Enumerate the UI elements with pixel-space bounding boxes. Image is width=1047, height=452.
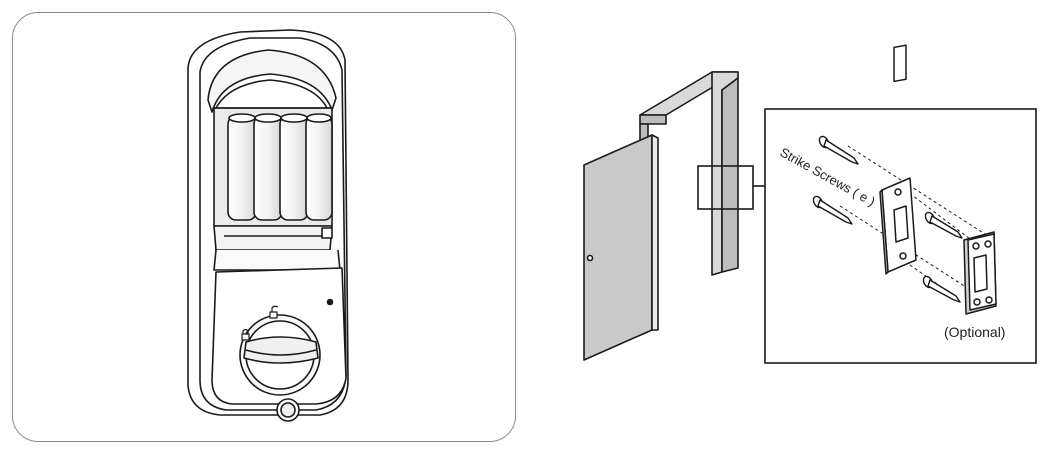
optional-label: (Optional) [944,324,1005,340]
strike-location-callout [697,165,754,210]
screw [818,135,859,165]
battery [305,115,333,221]
battery [227,115,257,221]
screw [922,275,961,303]
battery [279,115,309,221]
battery [253,115,283,221]
deadbolt-lock [187,29,349,422]
door-front [583,134,653,361]
screw [924,211,963,239]
screw [812,195,853,225]
door [583,134,659,361]
optional-deadbolt-strike [963,231,997,315]
battery-cover [207,49,337,113]
unlocked-icon [269,305,279,319]
strike-plate [879,44,917,275]
batteries [227,113,333,221]
thumb-turn [243,336,319,364]
door-edge [651,134,659,331]
door-frame [639,71,739,276]
strike-screws [812,135,963,303]
locked-icon [241,328,250,341]
